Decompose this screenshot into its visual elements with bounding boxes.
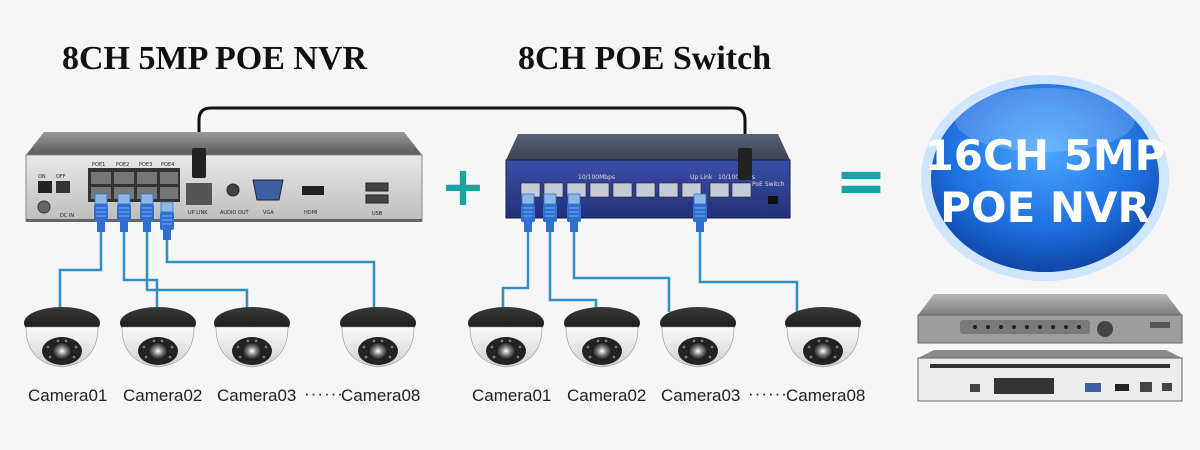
camera-label-right-3: Camera03	[661, 386, 741, 405]
up-link-label: UP LINK	[188, 210, 208, 216]
hdmi-label: HDMI	[304, 210, 317, 216]
badge-line-2: POE NVR	[940, 183, 1150, 232]
right-cables	[501, 228, 799, 312]
camera-label-left-8: Camera08	[341, 386, 421, 405]
camera-label-right-8: Camera08	[786, 386, 866, 405]
usb-label: USB	[372, 211, 383, 217]
ellipsis-right: ······	[748, 384, 788, 403]
nvr-16ch-device	[917, 294, 1183, 402]
nvr-poe-ports: POE1 POE2 POE3 POE4	[88, 162, 180, 202]
equals-symbol: =	[835, 144, 887, 217]
switch-connector-1	[520, 193, 536, 233]
badge-line-1: 16CH 5MP	[925, 131, 1166, 180]
nvr-uplink-plug	[192, 148, 206, 178]
camera-left-2	[119, 306, 197, 368]
switch-connector-2	[542, 193, 558, 233]
camera-label-right-2: Camera02	[567, 386, 647, 405]
poe1-label: POE1	[92, 162, 105, 168]
camera-label-left-2: Camera02	[123, 386, 203, 405]
switch-connector-3	[566, 193, 582, 233]
poe4-label: POE4	[161, 162, 174, 168]
nvr-connector-1	[93, 193, 109, 233]
switch-label-up: Up Link	[690, 174, 713, 181]
switch-brand: PoE Switch	[752, 181, 785, 188]
camera-right-1	[467, 306, 545, 368]
camera-right-3	[659, 306, 737, 368]
camera-right-2	[563, 306, 641, 368]
audio-out-label: AUDIO OUT	[220, 210, 250, 216]
nvr-connector-2	[116, 193, 132, 233]
nvr-title: 8CH 5MP POE NVR	[62, 40, 368, 77]
vga-label: VGA	[263, 210, 274, 216]
ellipsis-left: ······	[304, 384, 344, 403]
poe2-label: POE2	[116, 162, 129, 168]
switch-label-right: 10/100Mbps	[718, 174, 755, 181]
result-badge: 16CH 5MP POE NVR	[921, 75, 1169, 281]
switch-title: 8CH POE Switch	[518, 40, 772, 77]
power-switch	[38, 181, 52, 193]
uplink-cable	[197, 106, 747, 152]
nvr-connector-4	[159, 201, 175, 241]
switch-connector-4	[692, 193, 708, 233]
camera-left-1	[23, 306, 101, 368]
camera-label-left-1: Camera01	[28, 386, 108, 405]
nvr-connector-3	[139, 193, 155, 233]
camera-left-8	[339, 306, 417, 368]
camera-left-3	[213, 306, 291, 368]
off-label: OFF	[56, 174, 66, 180]
plus-symbol: +	[440, 155, 485, 218]
camera-label-left-3: Camera03	[217, 386, 297, 405]
dc-in-label: DC IN	[60, 213, 74, 219]
poe3-label: POE3	[139, 162, 152, 168]
on-label: ON	[38, 174, 46, 180]
nvr-device: ON OFF DC IN POE1 POE2 POE3 POE4 UP LINK	[25, 132, 423, 222]
camera-label-right-1: Camera01	[472, 386, 552, 405]
switch-uplink-plug	[738, 148, 752, 180]
switch-label-left: 10/100Mbps	[578, 174, 615, 181]
left-cables	[58, 228, 376, 312]
camera-right-8	[784, 306, 862, 368]
